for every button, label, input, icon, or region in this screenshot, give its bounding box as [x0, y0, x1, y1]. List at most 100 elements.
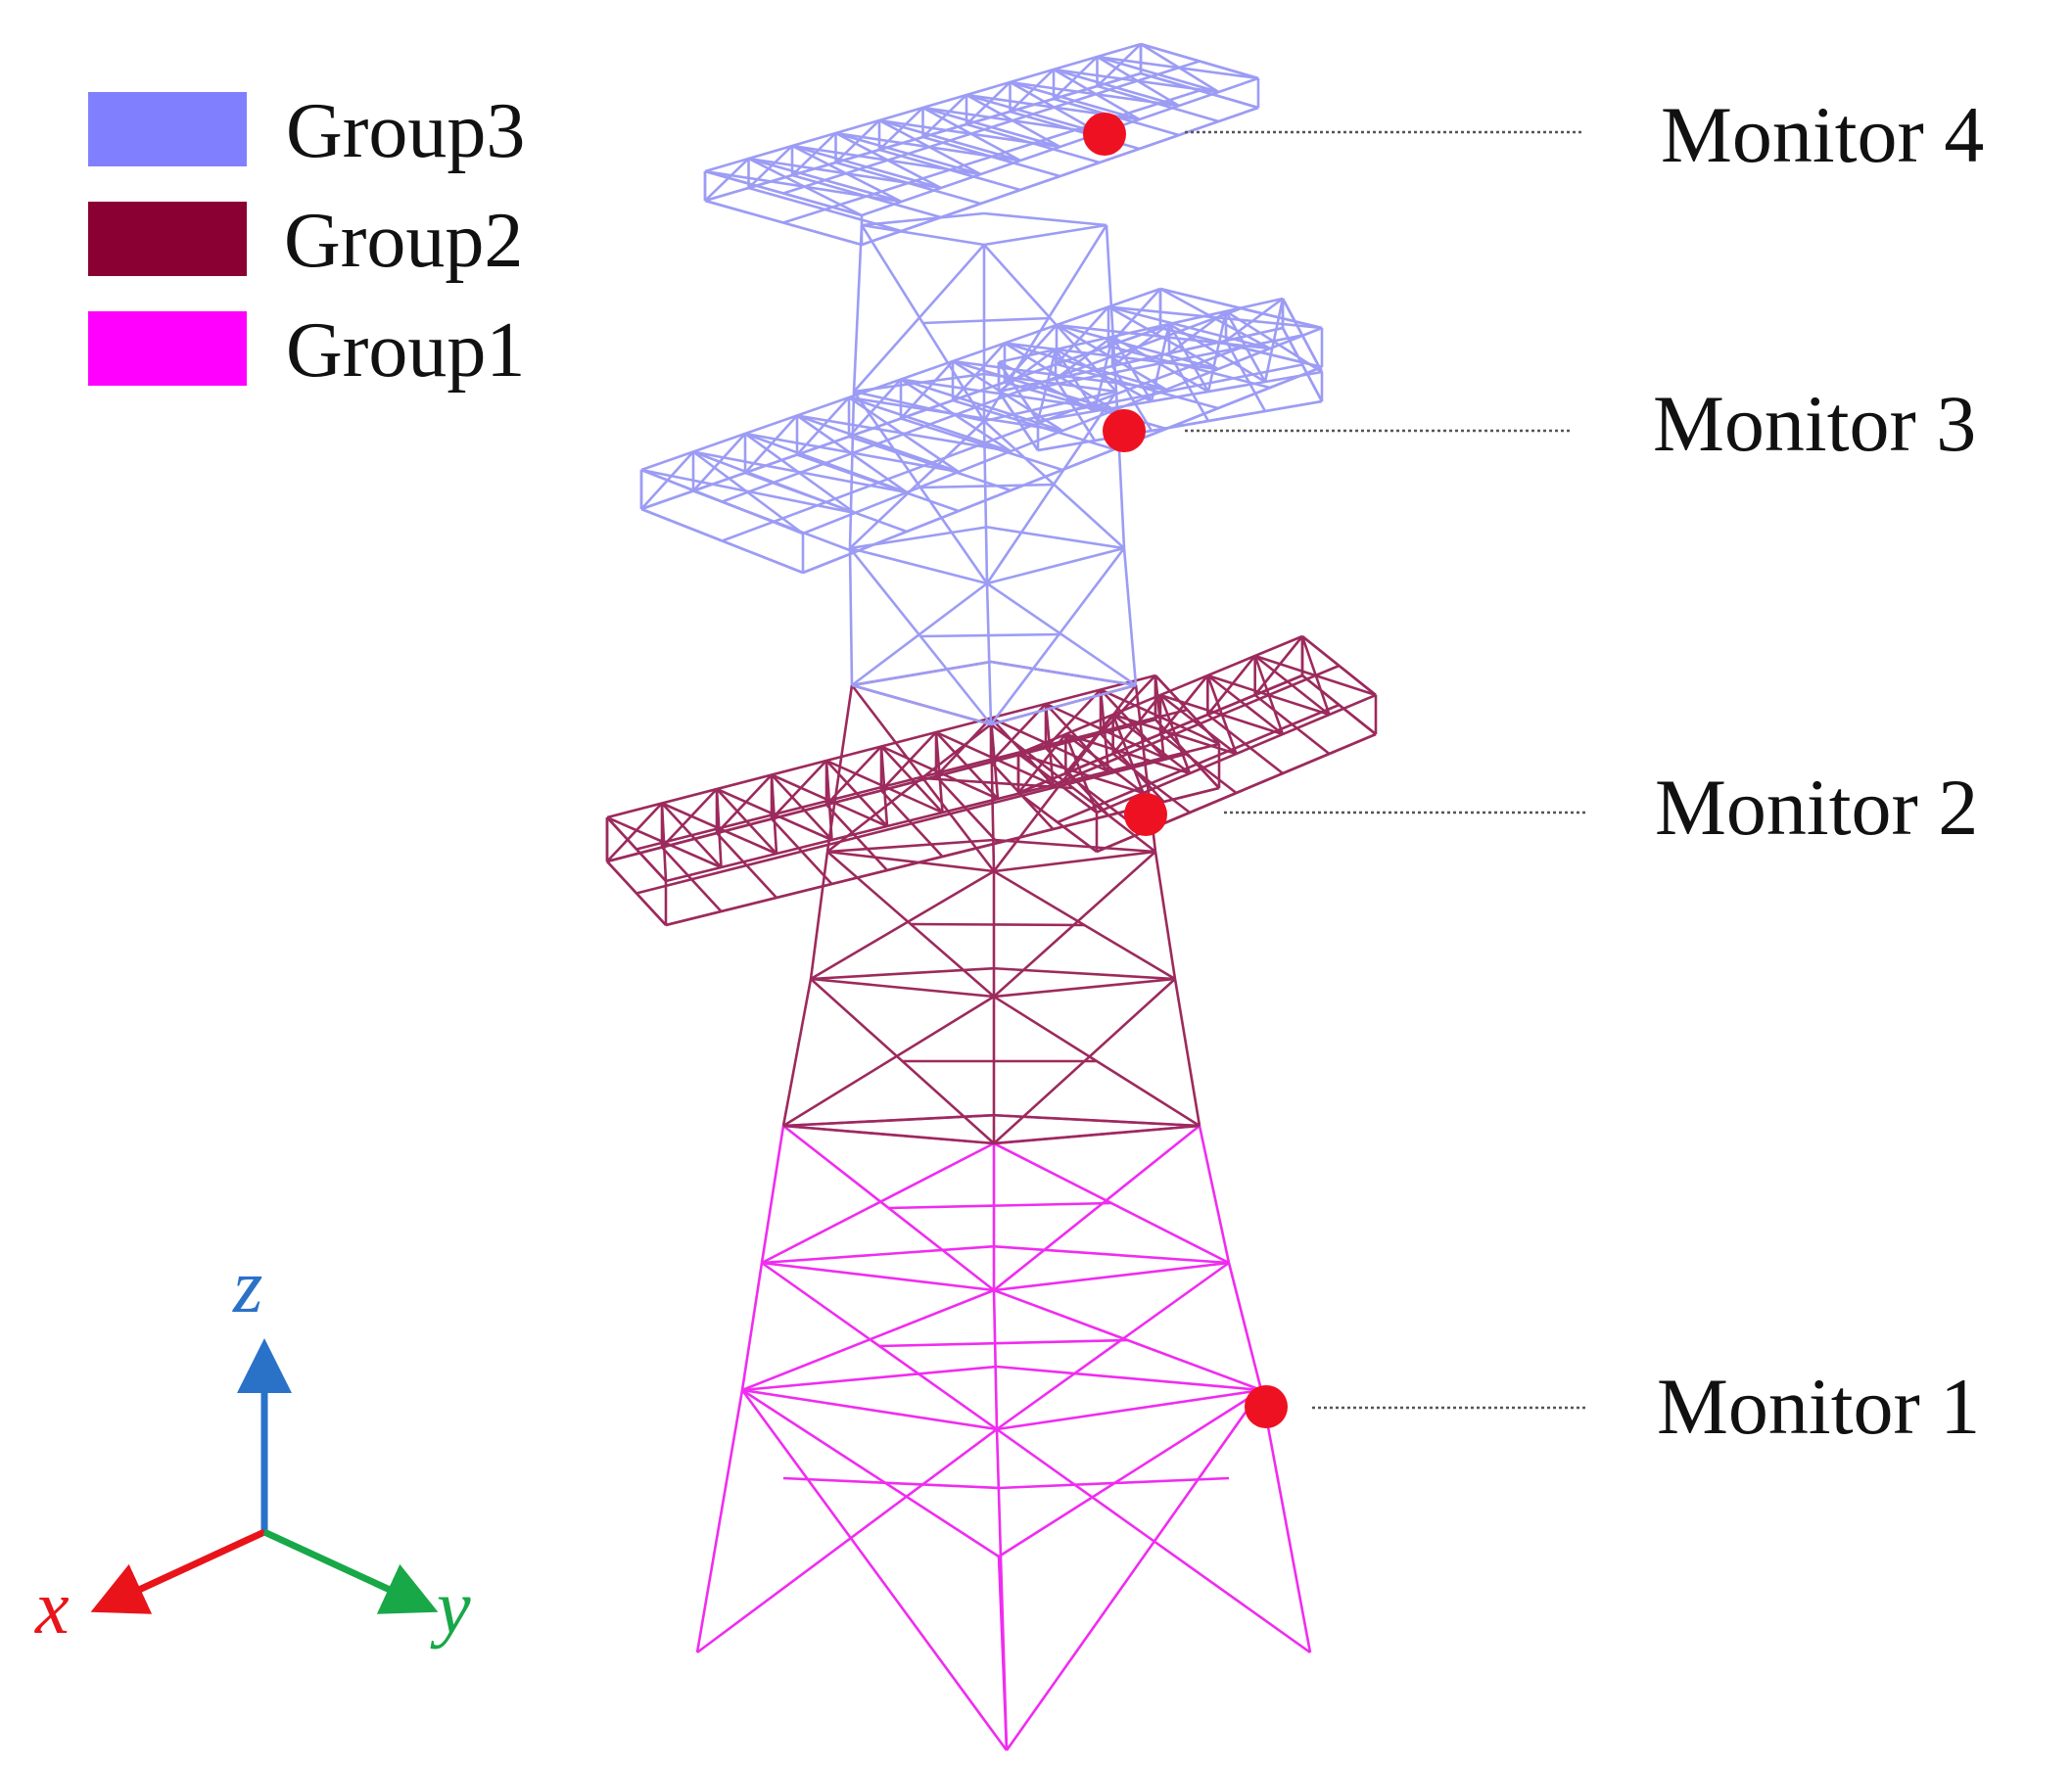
group3-member — [1017, 363, 1303, 423]
group3-member — [722, 346, 1242, 542]
group2-member — [809, 851, 829, 980]
group2-member — [993, 966, 1176, 981]
group2-member — [825, 789, 882, 807]
group3-member — [1225, 326, 1284, 343]
group3-member — [854, 530, 908, 554]
group3-member — [965, 110, 1011, 126]
group3-member — [952, 342, 1006, 401]
group1-member — [761, 1244, 995, 1265]
group2-member — [665, 909, 722, 927]
group3-member — [1019, 174, 1060, 192]
group2-member — [636, 708, 1188, 851]
legend-label-group1: Group1 — [286, 307, 525, 394]
group3-member — [1165, 406, 1219, 431]
group3-member — [834, 119, 880, 163]
group3-member — [952, 381, 1006, 402]
y-axis-arrow — [262, 1528, 439, 1614]
group3-member — [1111, 351, 1170, 368]
group3-member — [878, 107, 924, 151]
group3-member — [1122, 547, 1138, 686]
group2-member — [1159, 713, 1208, 736]
group3-member — [1060, 161, 1101, 178]
group3-member — [861, 229, 902, 247]
group3-member — [1056, 345, 1109, 366]
group2-member — [825, 745, 882, 806]
group3-member — [1037, 439, 1096, 452]
group1-member — [782, 1476, 1000, 1490]
group3-member — [1151, 419, 1209, 433]
group3-member — [782, 60, 1201, 195]
group3-member — [901, 215, 942, 233]
group3-member — [878, 135, 923, 152]
group2-member — [1016, 733, 1067, 794]
monitor-1-point — [1245, 1385, 1288, 1428]
x-axis-arrow — [90, 1528, 266, 1614]
group2-member — [1173, 978, 1201, 1127]
group3-member — [849, 546, 988, 585]
group1-member — [1005, 1389, 1263, 1751]
group3-member — [704, 158, 750, 202]
group3-member — [861, 211, 985, 227]
group2-member — [997, 827, 1054, 845]
monitor-4-label: Monitor 4 — [1661, 90, 1984, 179]
group1-member — [761, 1141, 995, 1265]
group1-member — [993, 1261, 1230, 1292]
group3-member — [796, 435, 850, 456]
group2-member — [1253, 635, 1304, 696]
group3-member — [1207, 409, 1266, 423]
group3-member — [986, 526, 1125, 550]
group3-member — [986, 546, 1125, 585]
group2-member — [1189, 791, 1238, 814]
legend-swatch-group2 — [88, 202, 247, 276]
group2-member — [606, 802, 663, 862]
group1-member — [996, 1365, 1262, 1392]
group1-member — [996, 1388, 1262, 1431]
group1-member — [878, 1338, 1128, 1348]
group2-member — [1154, 851, 1177, 980]
group2-member — [993, 977, 1176, 999]
group2-member — [826, 838, 995, 854]
group3-member — [990, 683, 1137, 726]
group2-member — [716, 817, 773, 835]
group2-member — [990, 703, 1047, 764]
group3-member — [1053, 56, 1099, 100]
group1-member — [992, 1289, 999, 1430]
group2-member — [1064, 714, 1114, 774]
group2-member — [880, 731, 937, 792]
group3-member — [985, 391, 1118, 584]
group3-member — [1004, 324, 1058, 384]
x-axis-label: x — [34, 1564, 70, 1650]
group2-member — [993, 850, 1156, 873]
group3-member — [1096, 43, 1142, 87]
group3-member — [744, 453, 798, 475]
group3-member — [998, 297, 1284, 364]
group2-member — [1282, 752, 1331, 775]
legend-label-group3: Group3 — [286, 88, 525, 174]
group3-member — [802, 550, 856, 575]
group1-member — [696, 1427, 998, 1654]
group3-member — [1037, 370, 1323, 423]
group3-member — [965, 81, 1012, 125]
group1-member — [740, 1389, 1009, 1751]
group3-member — [782, 89, 1201, 224]
group2-member — [935, 717, 992, 777]
group3-member — [940, 202, 981, 219]
group2-member — [826, 850, 995, 873]
group3-member — [906, 509, 960, 534]
group2-member — [776, 882, 832, 900]
group3-member — [848, 391, 856, 549]
group3-member — [1168, 309, 1227, 355]
group1-member — [760, 1125, 785, 1264]
group2-member — [910, 922, 1085, 927]
group3-member — [922, 316, 1051, 325]
group2-member — [606, 846, 663, 863]
group3-member — [853, 244, 985, 393]
group1-member — [761, 1261, 995, 1292]
group2-member — [1328, 732, 1377, 756]
group1-member — [1198, 1125, 1231, 1264]
group2-member — [942, 841, 999, 859]
group3-member — [796, 396, 850, 456]
group2-member — [721, 896, 777, 913]
group2-member — [993, 838, 1156, 854]
